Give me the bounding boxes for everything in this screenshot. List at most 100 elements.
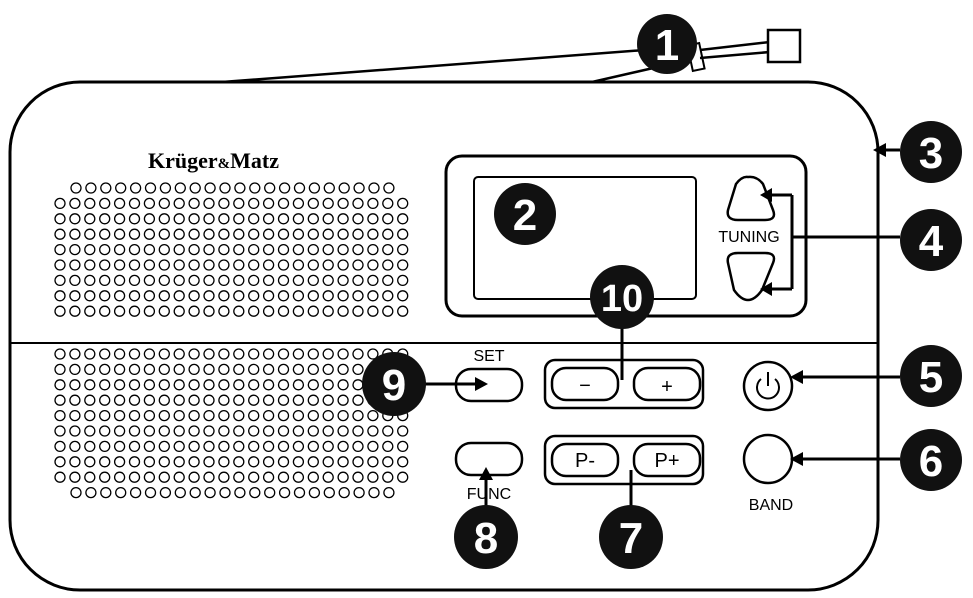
speaker-hole: [322, 197, 334, 210]
tuning-bracket: [760, 188, 900, 296]
speaker-hole: [337, 379, 349, 391]
speaker-hole: [113, 213, 126, 225]
speaker-hole: [352, 290, 364, 302]
speaker-hole: [248, 259, 260, 271]
speaker-hole: [383, 182, 395, 194]
speaker-hole: [248, 363, 260, 376]
speaker-hole: [158, 456, 170, 468]
speaker-hole: [84, 305, 96, 317]
speaker-hole: [248, 471, 260, 483]
speaker-hole: [218, 259, 230, 271]
speaker-hole: [219, 486, 231, 499]
volume-up-label: +: [661, 376, 673, 398]
speaker-hole: [337, 363, 349, 376]
speaker-hole: [397, 456, 409, 468]
speaker-hole: [69, 363, 81, 376]
svg-text:2: 2: [513, 191, 537, 240]
speaker-hole: [113, 409, 126, 422]
speaker-hole: [99, 379, 111, 391]
speaker-hole: [99, 290, 111, 302]
speaker-hole: [99, 440, 111, 453]
speaker-hole: [322, 440, 334, 453]
speaker-hole: [144, 182, 157, 194]
speaker-hole: [188, 259, 200, 271]
speaker-hole: [382, 259, 394, 271]
svg-text:6: 6: [919, 437, 943, 486]
speaker-hole: [113, 274, 126, 287]
speaker-hole: [84, 440, 96, 453]
preset-up-label: P+: [654, 450, 679, 472]
speaker-hole: [367, 259, 379, 271]
speaker-hole: [307, 243, 319, 256]
volume-down-button[interactable]: [550, 366, 620, 402]
speaker-hole: [277, 425, 290, 437]
speaker-hole: [337, 425, 349, 437]
speaker-hole: [158, 290, 170, 302]
speaker-hole: [158, 228, 170, 240]
speaker-hole: [278, 486, 291, 499]
speaker-hole: [158, 379, 170, 391]
speaker-hole: [248, 440, 260, 453]
speaker-hole: [382, 243, 394, 256]
speaker-hole: [233, 290, 245, 302]
speaker-hole: [128, 471, 141, 483]
speaker-hole: [99, 305, 111, 317]
speaker-hole: [248, 379, 260, 391]
speaker-hole: [322, 274, 334, 287]
speaker-hole: [99, 456, 111, 468]
speaker-hole: [248, 274, 260, 287]
speaker-hole: [69, 440, 81, 453]
speaker-hole: [173, 394, 185, 406]
speaker-hole: [353, 182, 365, 194]
speaker-hole: [322, 259, 334, 271]
speaker-hole: [368, 182, 380, 194]
speaker-hole: [99, 243, 111, 256]
tune-up-button[interactable]: [726, 175, 776, 222]
speaker-hole: [262, 305, 275, 317]
speaker-hole: [143, 440, 156, 453]
speaker-hole: [352, 305, 364, 317]
speaker-hole: [99, 259, 111, 271]
speaker-hole: [233, 259, 245, 271]
speaker-hole: [248, 197, 260, 210]
speaker-hole: [203, 305, 215, 317]
band-button[interactable]: [742, 433, 794, 485]
volume-up-button[interactable]: [632, 366, 702, 402]
speaker-hole: [128, 456, 141, 468]
speaker-hole: [292, 228, 305, 240]
svg-text:10: 10: [601, 278, 643, 320]
preset-down-button[interactable]: [550, 442, 620, 478]
speaker-hole: [262, 213, 275, 225]
speaker-hole: [218, 290, 230, 302]
speaker-hole: [143, 290, 156, 302]
speaker-hole: [173, 471, 185, 483]
speaker-hole: [69, 290, 81, 302]
speaker-hole: [99, 228, 111, 240]
speaker-hole: [248, 394, 260, 406]
speaker-hole: [69, 274, 81, 287]
speaker-hole: [382, 456, 394, 468]
func-button[interactable]: [454, 441, 524, 477]
speaker-hole: [233, 456, 245, 468]
speaker-hole: [203, 394, 215, 406]
speaker-hole: [203, 274, 215, 287]
speaker-hole: [262, 409, 275, 422]
speaker-hole: [203, 440, 215, 453]
speaker-hole: [174, 182, 186, 194]
speaker-hole: [173, 425, 185, 437]
speaker-hole: [203, 409, 215, 422]
speaker-hole: [262, 290, 275, 302]
speaker-hole: [337, 197, 349, 210]
speaker-hole: [69, 243, 81, 256]
speaker-hole: [188, 394, 200, 406]
callout-7: 7: [599, 505, 663, 569]
speaker-hole: [307, 228, 319, 240]
speaker-hole: [397, 228, 409, 240]
preset-up-button[interactable]: [632, 442, 702, 478]
speaker-hole: [337, 394, 349, 406]
speaker-hole: [218, 394, 230, 406]
speaker-hole: [262, 379, 275, 391]
speaker-hole: [203, 363, 215, 376]
speaker-hole: [173, 363, 185, 376]
speaker-hole: [84, 259, 96, 271]
